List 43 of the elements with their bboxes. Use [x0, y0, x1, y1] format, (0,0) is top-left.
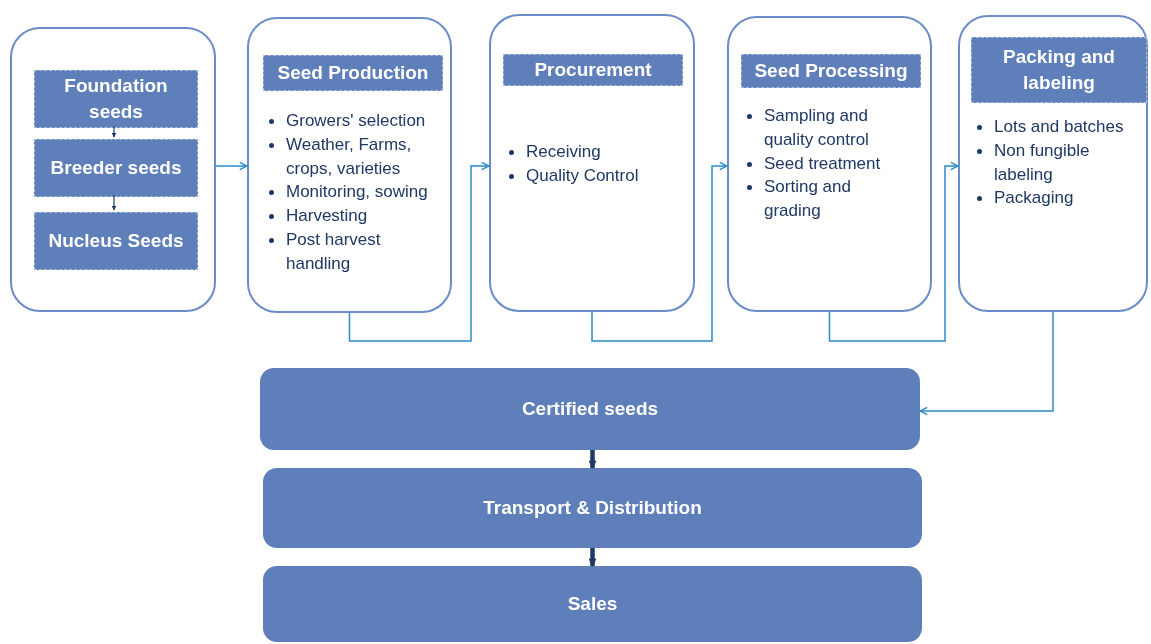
arrow — [215, 161, 248, 171]
bullet-text: Receiving — [526, 141, 601, 163]
bullet-text: Packaging — [994, 187, 1074, 210]
bullet-text: Harvesting — [286, 205, 368, 228]
stage-bar — [263, 468, 922, 548]
stage-bar — [263, 566, 922, 642]
arrow — [111, 194, 117, 211]
stage-bar — [260, 368, 920, 450]
stage-card — [727, 16, 932, 312]
bullet-text: Post harvest handling — [286, 229, 382, 275]
seed-class-box — [34, 212, 198, 270]
bullet-text: Monitoring, sowing — [286, 181, 428, 204]
stage-label: Sales — [567, 592, 618, 617]
bullet-text: Lots and batches — [994, 116, 1124, 138]
section-heading: Procurement — [503, 54, 683, 86]
seed-class-box — [34, 139, 198, 197]
arrow — [919, 311, 1054, 416]
stage-card — [247, 17, 452, 313]
arrow — [828, 161, 959, 342]
seed-class-label: Nucleus Seeds — [48, 229, 184, 254]
arrow — [111, 125, 117, 138]
section-heading: Packing and labeling — [971, 37, 1147, 103]
bullet-text: Growers' selection — [286, 110, 426, 132]
bullet-text: Sorting and grading — [764, 176, 852, 223]
stage-label: Transport & Distribution — [483, 496, 702, 521]
bullet-text: Sampling and quality control — [764, 105, 870, 151]
section-heading: Seed Processing — [741, 54, 921, 88]
arrow — [348, 161, 490, 342]
arrow — [588, 450, 597, 469]
seed-class-box — [34, 70, 198, 128]
stage-card — [958, 15, 1148, 312]
group-outline-box — [10, 27, 216, 312]
section-heading: Seed Production — [263, 55, 443, 91]
stage-card — [489, 14, 695, 312]
seed-class-label: Breeder seeds — [50, 156, 182, 181]
bullet-text: Quality Control — [526, 164, 639, 187]
bullet-text: Seed treatment — [764, 152, 881, 175]
arrow — [588, 548, 597, 567]
bullet-text: Non fungible labeling — [994, 139, 1091, 186]
seed-class-label: Foundation seeds — [63, 74, 169, 124]
bullet-text: Weather, Farms, crops, varieties — [286, 133, 413, 180]
arrow — [591, 161, 728, 342]
stage-label: Certified seeds — [521, 397, 659, 422]
